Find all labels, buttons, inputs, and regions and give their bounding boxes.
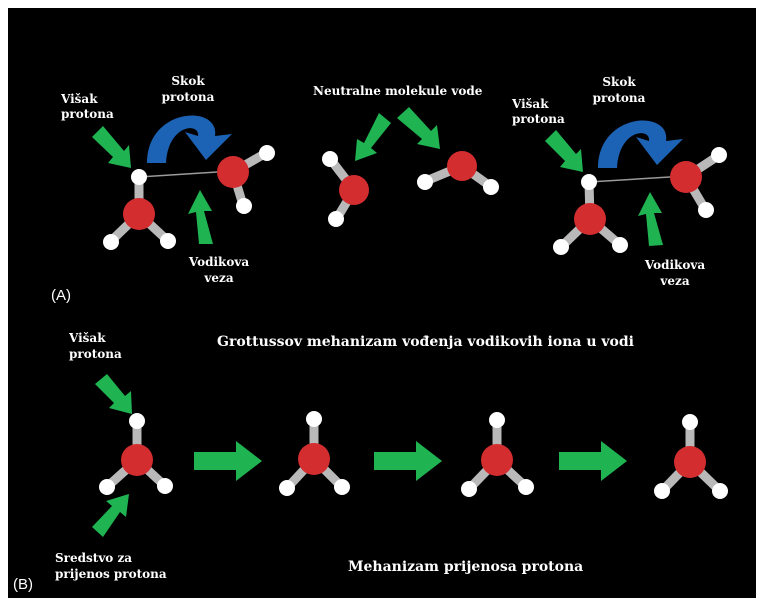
hydronium-molecule <box>279 411 350 496</box>
green-arrow <box>355 113 391 161</box>
oxygen-atom <box>298 443 330 475</box>
green-arrow <box>397 107 440 149</box>
label-hydrogen-bond: veza <box>204 271 234 285</box>
hydrogen-atom <box>259 145 275 161</box>
oxygen-atom <box>447 151 477 181</box>
label-transfer-agent: prijenos protona <box>55 567 167 581</box>
panel-b-caption: Mehanizam prijenosa protona <box>348 559 584 575</box>
green-arrow <box>92 494 129 537</box>
diagram-background <box>8 8 756 598</box>
green-arrow <box>545 130 583 172</box>
hydrogen-atom <box>103 234 119 250</box>
label-hydrogen-bond: Vodikova <box>644 258 706 272</box>
hydrogen-atom <box>682 414 698 430</box>
label-proton-jump: Skok <box>171 74 205 88</box>
panel-a-right <box>545 120 727 255</box>
label-hydrogen-bond: Vodikova <box>188 255 250 269</box>
water-molecule <box>670 147 727 218</box>
green-arrow <box>638 192 663 246</box>
green-arrow <box>188 190 213 244</box>
hydrogen-atom <box>279 480 295 496</box>
hydrogen-atom <box>334 479 350 495</box>
panel-a-caption: Grottussov mehanizam vođenja vodikovih i… <box>217 334 634 350</box>
water-molecule <box>217 145 275 214</box>
hydrogen-atom <box>581 174 597 190</box>
oxygen-atom <box>217 156 249 188</box>
hydronium-molecule <box>654 414 728 499</box>
panel-b <box>92 374 728 537</box>
panel-b-tag: (B) <box>13 576 33 593</box>
panel-a-left <box>92 115 275 250</box>
hydrogen-atom <box>712 483 728 499</box>
hydrogen-atom <box>698 202 714 218</box>
hydrogen-atom <box>157 478 173 494</box>
label-excess-proton: Višak <box>512 97 549 111</box>
label-excess-proton: protona <box>69 347 122 361</box>
green-arrow <box>92 126 131 168</box>
hydrogen-atom <box>461 481 477 497</box>
water-molecule <box>417 151 499 195</box>
oxygen-atom <box>339 175 369 205</box>
green-arrow-right <box>559 441 627 481</box>
hydrogen-atom <box>711 147 727 163</box>
label-excess-proton: Višak <box>61 92 98 106</box>
panel-a-middle <box>322 107 499 227</box>
hydrogen-atom <box>129 413 145 429</box>
label-proton-jump: Skok <box>602 75 636 89</box>
green-arrow-right <box>374 441 442 481</box>
hydrogen-atom <box>160 233 176 249</box>
oxygen-atom <box>481 444 513 476</box>
hydrogen-atom <box>518 479 534 495</box>
hydrogen-atom <box>306 411 322 427</box>
oxygen-atom <box>123 198 155 230</box>
oxygen-atom <box>670 161 702 193</box>
label-neutral-water: Neutralne molekule vode <box>313 84 483 98</box>
proton-jump-arrow <box>598 120 683 168</box>
label-excess-proton: protona <box>61 107 114 121</box>
water-molecule <box>322 151 369 227</box>
hydrogen-atom <box>553 239 569 255</box>
hydrogen-atom <box>483 179 499 195</box>
oxygen-atom <box>121 444 153 476</box>
label-excess-proton: Višak <box>69 331 106 345</box>
label-transfer-agent: Sredstvo za <box>55 551 133 565</box>
hydrogen-atom <box>612 237 628 253</box>
oxygen-atom <box>674 446 706 478</box>
proton-jump-arrow <box>147 115 232 163</box>
green-arrow <box>95 374 132 414</box>
hydrogen-atom <box>322 151 338 167</box>
hydrogen-atom <box>99 479 115 495</box>
panel-a-tag: (A) <box>51 287 71 304</box>
green-arrow-right <box>194 441 262 481</box>
hydrogen-atom <box>328 211 344 227</box>
label-proton-jump: protona <box>592 91 646 105</box>
hydronium-molecule <box>99 413 173 495</box>
hydrogen-bond-line <box>588 175 687 183</box>
label-proton-jump: protona <box>161 90 215 104</box>
hydronium-molecule <box>553 174 628 255</box>
hydrogen-atom <box>489 412 505 428</box>
label-excess-proton: protona <box>512 112 565 126</box>
hydrogen-atom <box>654 483 670 499</box>
label-hydrogen-bond: veza <box>660 274 690 288</box>
hydronium-molecule <box>461 412 534 497</box>
hydrogen-atom <box>417 174 433 190</box>
oxygen-atom <box>574 203 606 235</box>
hydrogen-atom <box>131 169 147 185</box>
hydrogen-atom <box>236 198 252 214</box>
hydronium-molecule <box>103 169 176 250</box>
